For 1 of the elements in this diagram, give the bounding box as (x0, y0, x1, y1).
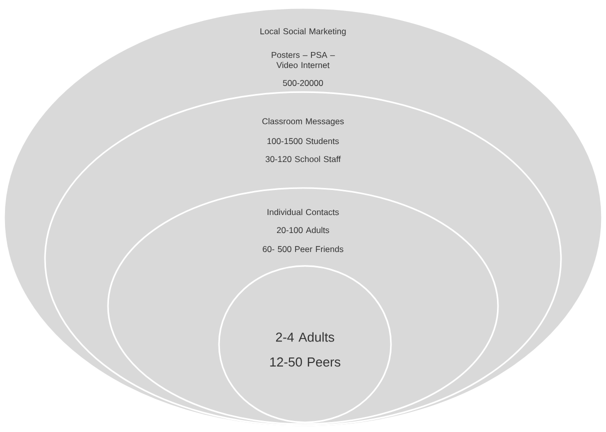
ellipse-band: 2-4 Adults 12-50 Peers (218, 265, 392, 424)
